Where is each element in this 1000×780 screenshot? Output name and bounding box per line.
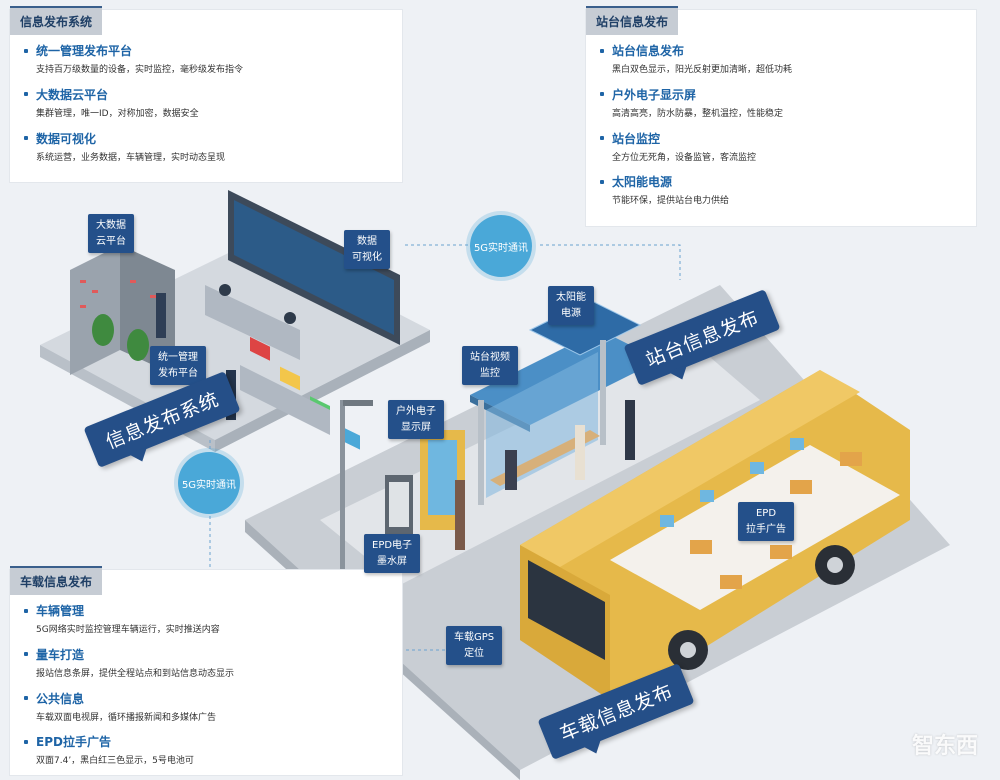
item-desc: 黑白双色显示，阳光反射更加清晰，超低功耗: [612, 65, 793, 75]
item-desc: 高清高亮，防水防暴，整机温控，性能稳定: [612, 108, 784, 119]
label-data-visual: 数据 可视化: [344, 230, 390, 269]
item-title: 户外电子显示屏: [600, 86, 962, 103]
outdoor-screen-display: [428, 440, 457, 515]
item-title: 站台监控: [600, 130, 962, 147]
list-item: 量车打造 报站信息条屏，提供全程站点和到站信息动态显示: [24, 646, 388, 680]
item-title: 太阳能电源: [600, 173, 962, 190]
item-desc: 集群管理，唯一ID，对称加密，数据安全: [36, 108, 199, 119]
item-title: 数据可视化: [24, 130, 388, 147]
list-item: 统一管理发布平台 支持百万级数量的设备，实时监控，毫秒级发布指令: [24, 42, 388, 76]
item-desc: 节能环保，提供站台电力供给: [612, 196, 730, 207]
lamp-post: [340, 400, 345, 575]
item-title: 公共信息: [24, 690, 388, 707]
standing-person: [156, 293, 166, 338]
item-desc: 车载双面电视屏，循环播报新闻和多媒体广告: [36, 712, 217, 723]
label-epd-handle-ad: EPD 拉手广告: [738, 502, 794, 541]
label-epd-ink-screen: EPD电子 墨水屏: [364, 534, 421, 573]
control-room-floor-edge: [215, 330, 430, 452]
label-vehicle-gps: 车载GPS 定位: [446, 626, 503, 665]
item-title: 大数据云平台: [24, 86, 388, 103]
list-item: EPD拉手广告 双面7.4’，黑白红三色显示，5号电池可: [24, 733, 388, 767]
list-item: 公共信息 车载双面电视屏，循环播报新闻和多媒体广告: [24, 690, 388, 724]
bus-windshield: [528, 560, 605, 660]
console-desk: [205, 285, 300, 360]
list-item: 户外电子显示屏 高清高亮，防水防暴，整机温控，性能稳定: [600, 86, 962, 120]
list-item: 车辆管理 5G网络实时监控管理车辆运行，实时推送内容: [24, 602, 388, 636]
station-info-panel-title: 站台信息发布: [586, 6, 679, 35]
label-solar-power: 太阳能 电源: [548, 286, 594, 325]
shelter-pillar: [478, 400, 484, 505]
item-desc: 5G网络实时监控管理车辆运行，实时推送内容: [36, 625, 220, 635]
item-title: EPD拉手广告: [24, 733, 388, 750]
item-desc: 双面7.4’，黑白红三色显示，5号电池可: [36, 756, 194, 767]
label-station-video: 站台视频 监控: [462, 346, 518, 385]
list-item: 站台信息发布 黑白双色显示，阳光反射更加清晰，超低功耗: [600, 42, 962, 76]
vehicle-info-list: 车辆管理 5G网络实时监控管理车辆运行，实时推送内容 量车打造 报站信息条屏，提…: [24, 602, 388, 767]
lamp-head: [343, 400, 373, 406]
list-item: 站台监控 全方位无死角，设备监管，客流监控: [600, 130, 962, 164]
shelter-bench: [490, 430, 600, 486]
plant: [92, 314, 114, 346]
waiting-person: [505, 450, 517, 490]
item-desc: 支持百万级数量的设备，实时监控，毫秒级发布指令: [36, 65, 244, 75]
operator: [219, 284, 231, 296]
bus-wheel-hub: [827, 557, 843, 573]
bus-roof: [520, 370, 860, 567]
waiting-person: [455, 480, 465, 550]
station-info-list: 站台信息发布 黑白双色显示，阳光反射更加清晰，超低功耗 户外电子显示屏 高清高亮…: [600, 42, 962, 207]
station-info-panel: 站台信息发布 站台信息发布 黑白双色显示，阳光反射更加清晰，超低功耗 户外电子显…: [586, 6, 976, 226]
plant: [127, 329, 149, 361]
shelter-pillar: [600, 340, 606, 445]
watermark-logo: 智东西: [911, 734, 978, 759]
publish-system-panel: 信息发布系统 统一管理发布平台 支持百万级数量的设备，实时监控，毫秒级发布指令 …: [10, 6, 402, 182]
item-desc: 全方位无死角，设备监管，客流监控: [612, 152, 757, 163]
item-title: 车辆管理: [24, 602, 388, 619]
item-title: 量车打造: [24, 646, 388, 663]
label-unified-platform: 统一管理 发布平台: [150, 346, 206, 385]
operator: [284, 312, 296, 324]
waiting-person: [575, 425, 585, 480]
publish-system-list: 统一管理发布平台 支持百万级数量的设备，实时监控，毫秒级发布指令 大数据云平台 …: [24, 42, 388, 163]
list-item: 数据可视化 系统运营，业务数据，车辆管理，实时动态呈现: [24, 130, 388, 164]
publish-system-panel-title: 信息发布系统: [10, 6, 103, 35]
bus-wheel-hub: [680, 642, 696, 658]
epd-ink-display: [389, 482, 409, 527]
vehicle-info-panel-title: 车载信息发布: [10, 566, 103, 595]
item-title: 统一管理发布平台: [24, 42, 388, 59]
label-bigdata-cloud: 大数据 云平台: [88, 214, 134, 253]
5g-bubble-top: 5G实时通讯: [470, 215, 532, 277]
label-outdoor-screen: 户外电子 显示屏: [388, 400, 444, 439]
bus-screens: [660, 438, 804, 527]
console-desk: [240, 365, 330, 435]
list-item: 大数据云平台 集群管理，唯一ID，对称加密，数据安全: [24, 86, 388, 120]
5g-bubble-left: 5G实时通讯: [178, 452, 240, 514]
data-wall-screen: [234, 200, 394, 335]
item-desc: 系统运营，业务数据，车辆管理，实时动态呈现: [36, 152, 226, 163]
vehicle-info-panel: 车载信息发布 车辆管理 5G网络实时监控管理车辆运行，实时推送内容 量车打造 报…: [10, 566, 402, 775]
list-item: 太阳能电源 节能环保，提供站台电力供给: [600, 173, 962, 207]
item-desc: 报站信息条屏，提供全程站点和到站信息动态显示: [36, 668, 235, 679]
waiting-person: [625, 400, 635, 460]
item-title: 站台信息发布: [600, 42, 962, 59]
